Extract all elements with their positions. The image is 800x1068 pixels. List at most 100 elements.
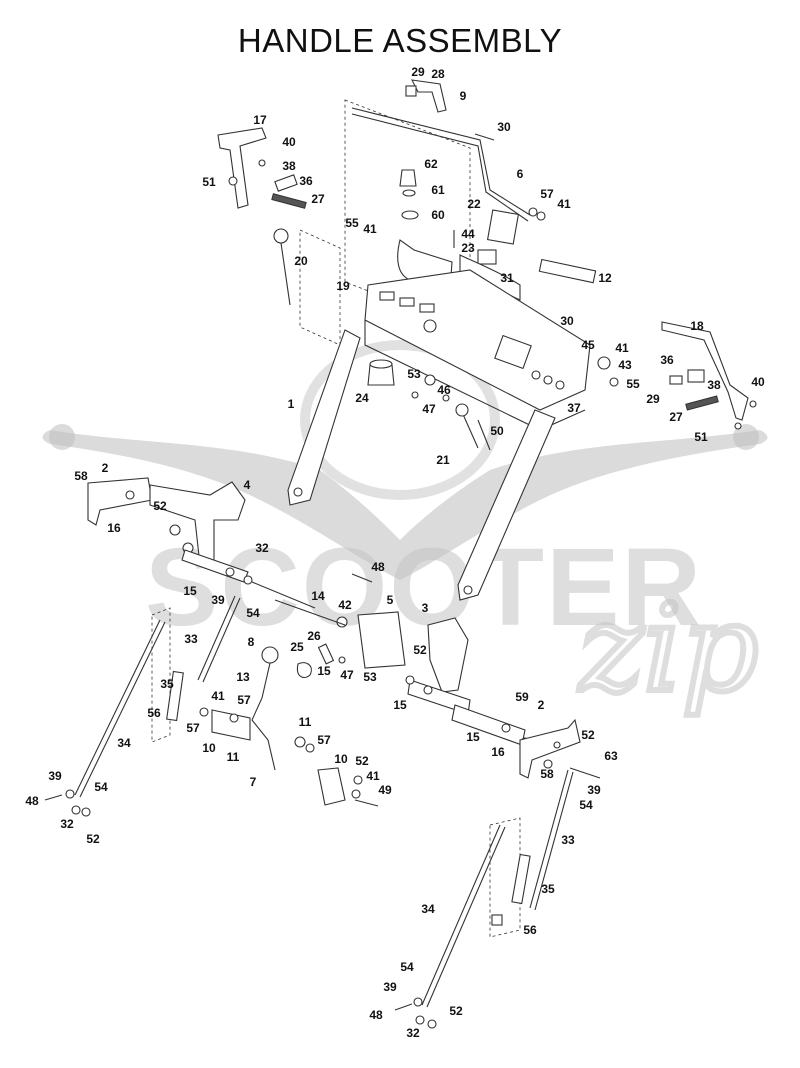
part-callout-39: 39: [48, 769, 62, 783]
part-callout-39: 39: [587, 783, 601, 797]
upright-37: [457, 409, 556, 601]
part-callout-62: 62: [424, 157, 438, 171]
part-callout-9: 9: [460, 89, 467, 103]
lever-18: [661, 321, 749, 421]
part-callout-15: 15: [317, 664, 331, 678]
part-callout-56: 56: [147, 706, 161, 720]
part-callout-40: 40: [282, 135, 296, 149]
part-callout-19: 19: [336, 279, 350, 293]
part-callout-32: 32: [255, 541, 269, 555]
part-callout-51: 51: [694, 430, 708, 444]
part-callout-42: 42: [338, 598, 352, 612]
part-callout-10: 10: [202, 741, 216, 755]
left-linkage: [87, 477, 373, 609]
part-callout-41: 41: [366, 769, 380, 783]
part-callout-30: 30: [560, 314, 574, 328]
part-callout-43: 43: [618, 358, 632, 372]
part-callout-40: 40: [751, 375, 765, 389]
part-callout-45: 45: [581, 338, 595, 352]
upright-1: [287, 329, 361, 506]
watermark-left-dot: [49, 424, 75, 450]
part-callout-54: 54: [94, 780, 108, 794]
part-callout-15: 15: [183, 584, 197, 598]
part-callout-29: 29: [411, 65, 425, 79]
part-callout-37: 37: [567, 401, 581, 415]
part-callout-21: 21: [436, 453, 450, 467]
arm-4: [149, 481, 246, 566]
part-callout-35: 35: [541, 882, 555, 896]
part-callout-54: 54: [246, 606, 260, 620]
bracket-10-right: [317, 767, 346, 806]
watermark-swoosh-shape: [42, 430, 768, 580]
part-callout-10: 10: [334, 752, 348, 766]
part-callout-61: 61: [431, 183, 445, 197]
part-callout-31: 31: [500, 271, 514, 285]
part-callout-46: 46: [437, 383, 451, 397]
part-callout-24: 24: [355, 391, 369, 405]
part-callout-57: 57: [540, 187, 554, 201]
part-callout-15: 15: [466, 730, 480, 744]
part-callout-7: 7: [250, 775, 257, 789]
part-callout-12: 12: [598, 271, 612, 285]
part-callout-57: 57: [186, 721, 200, 735]
watermark-right-dot: [733, 424, 759, 450]
part-callout-48: 48: [25, 794, 39, 808]
part-callout-11: 11: [227, 750, 240, 764]
control-panel: [364, 269, 591, 451]
part-callout-41: 41: [363, 222, 377, 236]
part-callout-33: 33: [184, 632, 198, 646]
right-linkage: [451, 704, 601, 779]
right-rod-assembly: [394, 769, 574, 1029]
left-rod-assembly: [44, 595, 241, 817]
handle-bar: [351, 107, 531, 216]
part-callout-25: 25: [290, 640, 304, 654]
part-callout-30: 30: [497, 120, 511, 134]
part-callout-33: 33: [561, 833, 575, 847]
bracket-9: [411, 79, 447, 113]
part-callout-47: 47: [422, 402, 436, 416]
part-callout-54: 54: [579, 798, 593, 812]
part-callout-63: 63: [604, 749, 618, 763]
part-callout-20: 20: [294, 254, 308, 268]
lever-17: [217, 127, 267, 209]
watermark-ring: [300, 340, 500, 500]
part-callout-27: 27: [669, 410, 683, 424]
part-callout-13: 13: [236, 670, 250, 684]
panel-19: [364, 269, 591, 411]
right-lever-parts: [597, 321, 757, 430]
center-linkage: [199, 599, 471, 807]
part-callout-22: 22: [467, 197, 481, 211]
part-callout-41: 41: [615, 341, 629, 355]
part-callout-17: 17: [253, 113, 267, 127]
part-callout-38: 38: [707, 378, 721, 392]
watermark-script-text: zip: [578, 580, 758, 719]
part-callout-2: 2: [538, 698, 545, 712]
part-callout-56: 56: [523, 923, 537, 937]
part-callout-1: 1: [288, 397, 295, 411]
part-callout-60: 60: [431, 208, 445, 222]
diagram-title: HANDLE ASSEMBLY: [237, 22, 563, 59]
bracket-2-left: [87, 477, 153, 526]
frame-uprights: [287, 329, 556, 601]
part-callout-48: 48: [371, 560, 385, 574]
part-callout-58: 58: [540, 767, 554, 781]
part-callout-55: 55: [626, 377, 640, 391]
part-callout-18: 18: [690, 319, 704, 333]
knob-8: [261, 646, 279, 664]
part-callout-50: 50: [490, 424, 504, 438]
part-callout-34: 34: [117, 736, 131, 750]
part-callout-52: 52: [355, 754, 369, 768]
part-callout-26: 26: [307, 629, 321, 643]
bracket-2-right: [519, 718, 581, 779]
part-callout-54: 54: [400, 960, 414, 974]
part-callout-39: 39: [211, 593, 225, 607]
watermark-brand-text: SCOOTER: [145, 526, 703, 649]
part-callout-52: 52: [86, 832, 100, 846]
part-callout-3: 3: [422, 601, 429, 615]
bracket-3: [427, 617, 469, 693]
part-callout-48: 48: [369, 1008, 383, 1022]
part-callout-32: 32: [60, 817, 74, 831]
part-callout-44: 44: [461, 227, 475, 241]
